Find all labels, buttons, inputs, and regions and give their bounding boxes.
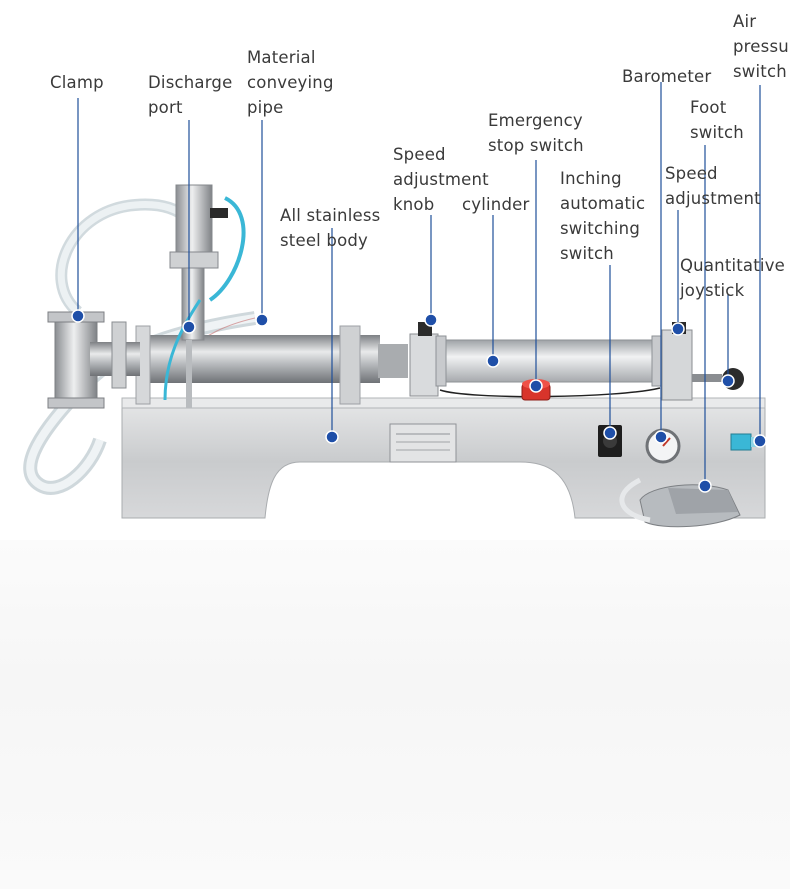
dot-icon [721,374,735,388]
label-cylinder: cylinder [462,195,530,214]
dot-icon [529,379,543,393]
callout-dots [71,309,767,493]
filling-machine-illustration [23,82,767,528]
dot-icon [486,354,500,368]
dot-icon [654,430,668,444]
label-speed-adjustment: Speed adjustment [665,164,761,208]
label-clamp: Clamp [50,73,104,92]
label-speed-adjustment-knob: Speed adjustment knob [393,145,489,214]
dot-icon [71,309,85,323]
dot-icon [671,322,685,336]
cylinder-assembly [409,322,744,401]
label-stainless-body: All stainless steel body [280,206,381,250]
label-air-pressure-switch: Air pressu switch [733,12,789,81]
label-inching-switch: Inching automatic switching switch [560,169,646,263]
blank-lower-area [0,540,790,889]
foot-pedal [619,477,741,528]
label-barometer: Barometer [622,67,712,86]
dot-icon [603,426,617,440]
dot-icon [753,434,767,448]
dot-icon [255,313,269,327]
pump-barrel [135,325,408,405]
leader-lines [77,82,761,486]
label-quantitative-joystick: Quantitative joystick [680,256,786,300]
dot-icon [698,479,712,493]
label-discharge-port: Discharge port [148,73,233,117]
label-material-conveying-pipe: Material conveying pipe [247,48,334,117]
dot-icon [424,313,438,327]
dot-icon [182,320,196,334]
clamp-tee [47,311,140,409]
dot-icon [325,430,339,444]
label-foot-switch: Foot switch [690,98,744,142]
label-emergency-stop-switch: Emergency stop switch [488,111,584,155]
